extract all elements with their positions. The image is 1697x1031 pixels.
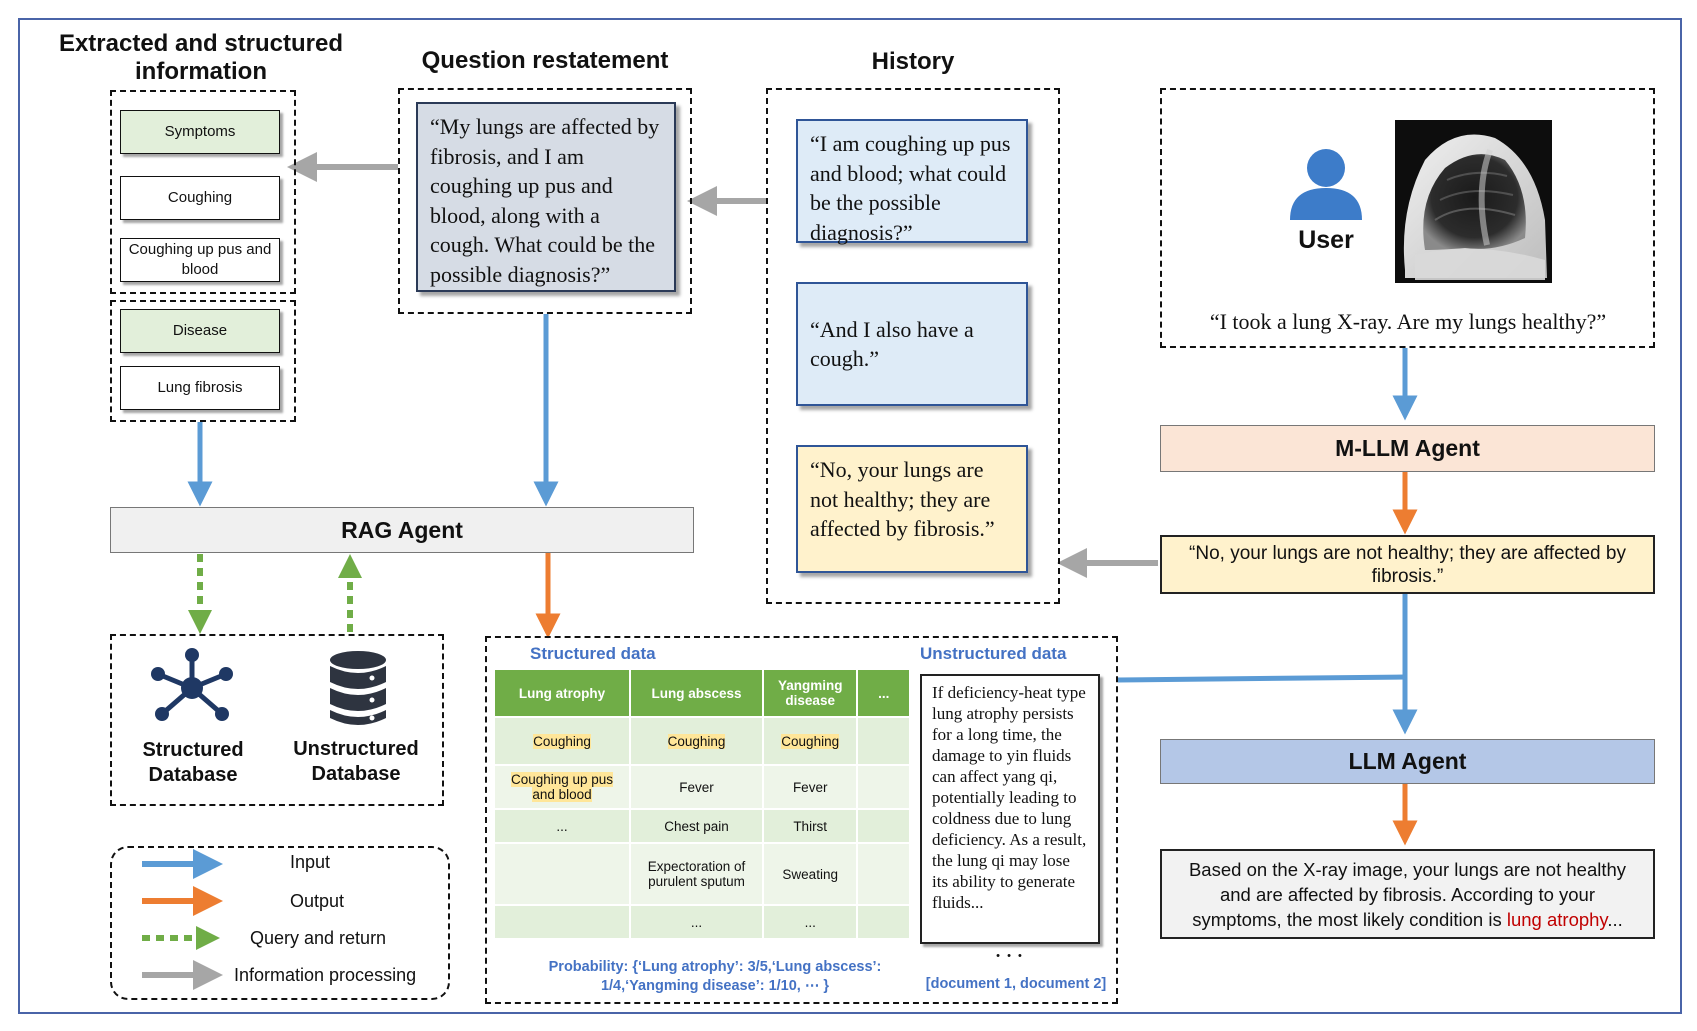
unstructured-document-text: If deficiency-heat type lung atrophy per… bbox=[932, 683, 1087, 912]
table-cell: ... bbox=[492, 808, 632, 844]
user-icon bbox=[1290, 149, 1362, 220]
mllm-output-box: “No, your lungs are not healthy; they ar… bbox=[1160, 535, 1655, 594]
table-cell: Coughing bbox=[629, 716, 764, 766]
table-cell-text: Coughing up pus and blood bbox=[510, 772, 614, 802]
heading-history: History bbox=[871, 48, 955, 75]
structured-database-label: Structured Database bbox=[142, 739, 244, 786]
unstructured-document: If deficiency-heat type lung atrophy per… bbox=[920, 674, 1100, 944]
legend-output-text: Output bbox=[290, 891, 345, 911]
database-group bbox=[110, 634, 444, 806]
symptom-item: Coughing bbox=[120, 176, 280, 220]
mllm-output-text: “No, your lungs are not healthy; they ar… bbox=[1189, 542, 1626, 587]
table-header-row: Lung atrophy Lung abscess Yangming disea… bbox=[492, 668, 911, 718]
symptoms-header: Symptoms bbox=[120, 110, 280, 154]
table-cell bbox=[492, 842, 632, 906]
final-answer-prefix: Based on the X-ray image, your lungs are… bbox=[1188, 858, 1627, 930]
structured-data-title: Structured data bbox=[530, 644, 656, 663]
table-row: Coughing up pus and blood Fever Fever bbox=[492, 764, 911, 810]
table-cell: Coughing bbox=[761, 716, 859, 766]
disease-header: Disease bbox=[120, 309, 280, 353]
table-cell bbox=[856, 842, 911, 906]
table-row: Coughing Coughing Coughing bbox=[492, 716, 911, 766]
history-message-1: “I am coughing up pus and blood; what co… bbox=[796, 119, 1028, 245]
final-answer-highlight: lung atrophy bbox=[1506, 908, 1608, 930]
chest-xray-image bbox=[1395, 120, 1552, 283]
table-header-cell: Lung atrophy bbox=[492, 668, 632, 718]
legend-processing-label: Information processing bbox=[234, 965, 417, 985]
user-group bbox=[1160, 88, 1655, 348]
legend bbox=[110, 846, 450, 1000]
final-answer-box: Based on the X-ray image, your lungs are… bbox=[1160, 849, 1655, 939]
rag-agent: RAG Agent bbox=[110, 507, 694, 553]
llm-agent: LLM Agent bbox=[1160, 739, 1655, 784]
table-cell bbox=[856, 764, 911, 810]
table-cell bbox=[492, 904, 632, 940]
structured-data-table: Lung atrophy Lung abscess Yangming disea… bbox=[492, 668, 911, 940]
table-cell: Fever bbox=[629, 764, 764, 810]
table-cell: ... bbox=[761, 904, 859, 940]
table-header-cell: ... bbox=[856, 668, 911, 718]
user-label: User bbox=[1298, 226, 1354, 254]
table-header-cell: Lung abscess bbox=[629, 668, 764, 718]
legend-input-text: Input bbox=[290, 852, 331, 872]
history-message-2: “And I also have a cough.” bbox=[796, 282, 1028, 406]
table-row: ... ... bbox=[492, 904, 911, 940]
table-header-cell: Yangming disease bbox=[761, 668, 859, 718]
question-restatement-box: “My lungs are affected by fibrosis, and … bbox=[416, 102, 676, 292]
disease-item: Lung fibrosis bbox=[120, 366, 280, 410]
table-cell bbox=[856, 808, 911, 844]
legend-output-label: Output bbox=[230, 891, 400, 912]
table-cell: Fever bbox=[761, 764, 859, 810]
structured-database-icon bbox=[151, 648, 233, 721]
table-cell: Coughing bbox=[492, 716, 632, 766]
table-cell bbox=[856, 716, 911, 766]
symptom-item: Coughing up pus and blood bbox=[120, 238, 280, 282]
unstructured-database-icon bbox=[330, 651, 386, 725]
history-group bbox=[766, 88, 1060, 604]
heading-extracted: Extracted and structured information bbox=[58, 30, 344, 85]
disease-group bbox=[110, 300, 296, 422]
unstructured-data-title: Unstructured data bbox=[920, 644, 1067, 663]
final-answer-text: Based on the X-ray image, your lungs are… bbox=[1178, 857, 1637, 932]
table-cell-text: Coughing bbox=[667, 733, 726, 749]
figure-frame bbox=[18, 18, 1682, 1014]
history-text-3: “No, your lungs are not healthy; they ar… bbox=[810, 457, 995, 541]
arrow-data-to-llm bbox=[1117, 674, 1406, 683]
table-cell bbox=[856, 904, 911, 940]
final-answer-suffix: ... bbox=[1607, 908, 1623, 930]
table-cell: ... bbox=[629, 904, 764, 940]
table-cell-text: Coughing bbox=[781, 733, 840, 749]
legend-query-label: Query and return bbox=[250, 928, 387, 948]
question-group bbox=[398, 88, 692, 314]
history-text-1: “I am coughing up pus and blood; what co… bbox=[810, 131, 1011, 245]
user-quote: “I took a lung X-ray. Are my lungs healt… bbox=[1209, 309, 1607, 334]
documents-ellipsis: • • • bbox=[996, 950, 1024, 962]
table-cell: Coughing up pus and blood bbox=[492, 764, 632, 810]
table-row: ... Chest pain Thirst bbox=[492, 808, 911, 844]
legend-input-label: Input bbox=[230, 852, 400, 873]
retrieved-data-group bbox=[485, 636, 1118, 1004]
history-message-3: “No, your lungs are not healthy; they ar… bbox=[796, 445, 1028, 573]
mllm-agent: M-LLM Agent bbox=[1160, 425, 1655, 472]
documents-label: [document 1, document 2] bbox=[925, 976, 1107, 992]
table-row: Expectoration of purulent sputum Sweatin… bbox=[492, 842, 911, 906]
unstructured-database-label: Unstructured Database bbox=[293, 738, 419, 785]
probability-text: Probability: {‘Lung atrophy’: 3/5,‘Lung … bbox=[548, 959, 882, 994]
table-cell: Chest pain bbox=[629, 808, 764, 844]
table-cell-text: Coughing bbox=[533, 733, 591, 749]
question-restatement-text: “My lungs are affected by fibrosis, and … bbox=[430, 114, 660, 287]
heading-question: Question restatement bbox=[421, 47, 669, 74]
history-text-2: “And I also have a cough.” bbox=[810, 316, 974, 372]
table-cell: Expectoration of purulent sputum bbox=[629, 842, 764, 906]
table-cell: Thirst bbox=[761, 808, 859, 844]
symptoms-group bbox=[110, 90, 296, 294]
table-cell: Sweating bbox=[761, 842, 859, 906]
